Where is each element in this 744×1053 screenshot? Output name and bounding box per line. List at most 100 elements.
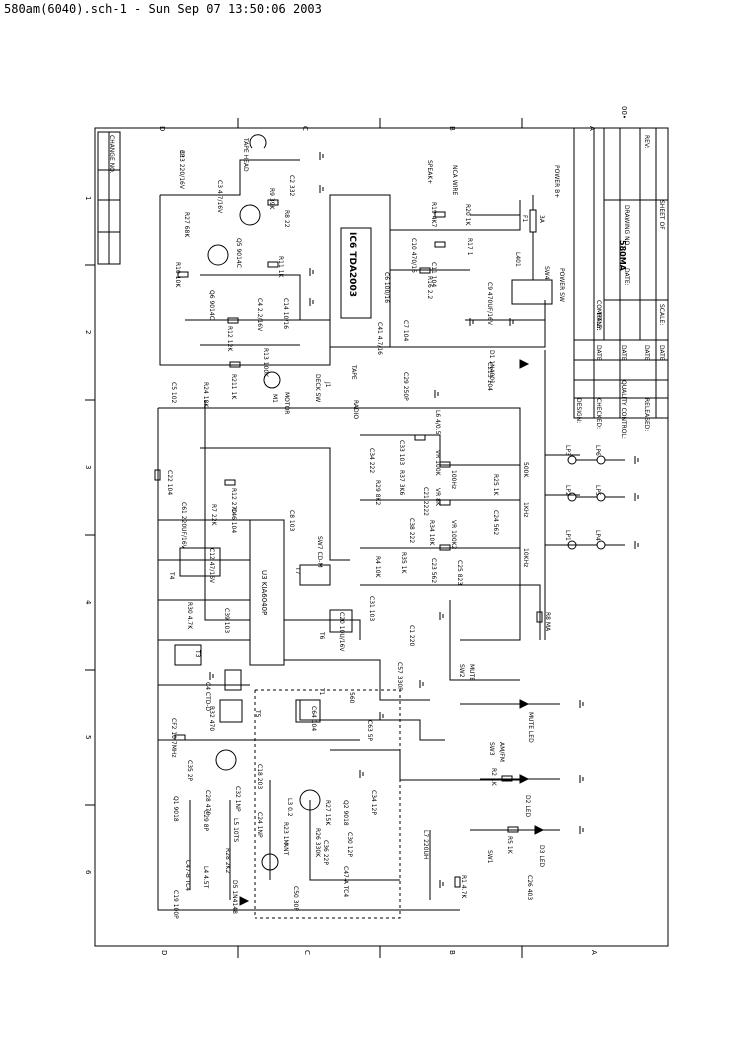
component-label: R23 1M — [282, 822, 289, 845]
tb-date-3: DATE — [643, 345, 650, 361]
tb-released: RELEASED: — [643, 398, 650, 431]
tb-sheet: SHEET OF — [658, 200, 665, 230]
component-label: C61 220UF/16V — [180, 502, 187, 550]
component-label: R12 270 — [230, 488, 237, 513]
label-j1: J1 — [324, 381, 331, 388]
label-r1: R1 4.7K — [460, 875, 467, 899]
component-label: 100Hz — [450, 470, 457, 489]
component-label: T1 — [318, 687, 325, 696]
component-label: C32 1NP — [234, 786, 241, 812]
component-label: C29 250P — [402, 372, 409, 401]
component-label: R10 10K — [174, 262, 181, 288]
component-label: C24 1NP — [256, 812, 263, 838]
component-label: C57 330P — [396, 662, 403, 691]
component-label: T4 — [168, 571, 175, 580]
component-label: T6 — [318, 631, 325, 640]
component-label: C21 2222 — [422, 487, 429, 516]
component-label: R19 4K7 — [430, 202, 437, 227]
label-sw4: SW4 — [543, 266, 550, 280]
component-label: T3 — [194, 649, 201, 658]
label-c26: C26 403 — [526, 875, 533, 900]
tb-date-4: DATE — [658, 345, 665, 361]
component-label: C7 104 — [402, 320, 409, 342]
col-label-6: 6 — [84, 870, 92, 875]
component-label: C47-B TC4 — [184, 860, 191, 891]
tb-company: COMPANY: — [595, 300, 602, 331]
label-radio: RADIO — [352, 400, 359, 419]
component-label: C50 30P — [292, 886, 299, 911]
label-ant: ANT — [282, 843, 289, 856]
component-label: Q2 9018 — [342, 800, 349, 826]
component-label: C1 220 — [408, 625, 415, 647]
component-label: T7 — [294, 566, 301, 575]
component-label: VR 100K — [434, 450, 441, 477]
label-r2: R2 1K — [490, 768, 497, 787]
col-label-1: 1 — [84, 196, 92, 200]
component-label: Q6 9014C — [208, 290, 215, 320]
label-tape: TAPE — [350, 364, 357, 380]
component-label: R32 470 — [208, 706, 215, 731]
label-l7: L7 220UH — [422, 830, 429, 859]
u3-body — [249, 519, 285, 666]
label-lp3: LP3 — [564, 445, 571, 456]
component-label: R35 1K — [400, 552, 407, 575]
label-f1-value: 3A — [538, 215, 545, 224]
label-mute: MUTE — [468, 664, 475, 681]
corner-mark: 00• — [620, 106, 628, 119]
component-label: C63 5P — [366, 720, 373, 742]
tb-date-2: DATE — [620, 345, 627, 361]
label-mute-led: MUTE LED — [527, 712, 534, 743]
row-label-top-d: D — [158, 126, 166, 131]
component-label: C9 470UF/16V — [486, 282, 493, 326]
tb-model: 580MA — [618, 240, 627, 272]
row-label-top-a: A — [588, 126, 596, 131]
component-label: C20 10U/16V — [338, 612, 345, 652]
component-label: C25 823 — [456, 560, 463, 585]
component-label: R20 1K — [464, 204, 471, 227]
component-label: C23 562 — [430, 558, 437, 583]
tb-rev: REV: — [643, 135, 650, 149]
component-label: L6 4/0.5 — [434, 410, 441, 435]
label-m1: M1 — [271, 394, 278, 403]
component-label: CF2 10.7MHz — [170, 718, 177, 758]
component-label: R29 8K2 — [374, 480, 381, 505]
component-label: C24 562 — [492, 510, 499, 535]
row-label-bottom-d: D — [160, 950, 168, 955]
component-label: C18 203 — [256, 764, 263, 789]
ic6-body — [340, 227, 372, 319]
label-d1: D1 1N4001 — [488, 350, 495, 384]
component-label: C6 100/16 — [383, 272, 390, 303]
tb-checked: CHECKED: — [595, 398, 602, 429]
row-label-top-b: B — [448, 126, 456, 131]
label-l401: L401 — [514, 252, 521, 267]
sheet-border — [94, 127, 669, 947]
component-label: C8 103 — [288, 510, 295, 532]
row-label-top-c: C — [301, 126, 309, 131]
label-lp4: LP4 — [594, 530, 601, 541]
label-tape-head: TAPE HEAD — [242, 137, 249, 172]
label-motor: MOTOR — [283, 392, 290, 414]
component-label: C29 8P — [202, 810, 209, 832]
label-lp5: LP5 — [594, 485, 601, 496]
row-label-bottom-a: A — [590, 950, 598, 955]
row-label-bottom-b: B — [448, 950, 456, 955]
component-label: L3 0.2 — [286, 798, 293, 817]
label-d2-led: D2 LED — [524, 795, 531, 817]
component-label: 500K — [522, 462, 529, 478]
label-deck-sw: DECK SW — [314, 374, 321, 402]
component-label: R16 2.2 — [426, 276, 433, 299]
label-sw3: SW3 — [488, 742, 495, 756]
component-label: Q5 9014C — [235, 238, 242, 268]
component-label: C2 332 — [288, 175, 295, 197]
component-label: C22 104 — [166, 470, 173, 495]
col-label-5: 5 — [84, 735, 92, 739]
tb-design: DESIGN: — [575, 398, 582, 423]
component-label: C13 220/16V — [178, 150, 185, 190]
component-label: R24 18K — [202, 382, 209, 408]
component-label: C14 10/16 — [282, 298, 289, 329]
component-label: C39 103 — [223, 608, 230, 633]
component-label: R30 4.7K — [186, 602, 193, 630]
label-lp6: LP6 — [594, 445, 601, 456]
component-label: C12 47/16V — [208, 548, 215, 584]
